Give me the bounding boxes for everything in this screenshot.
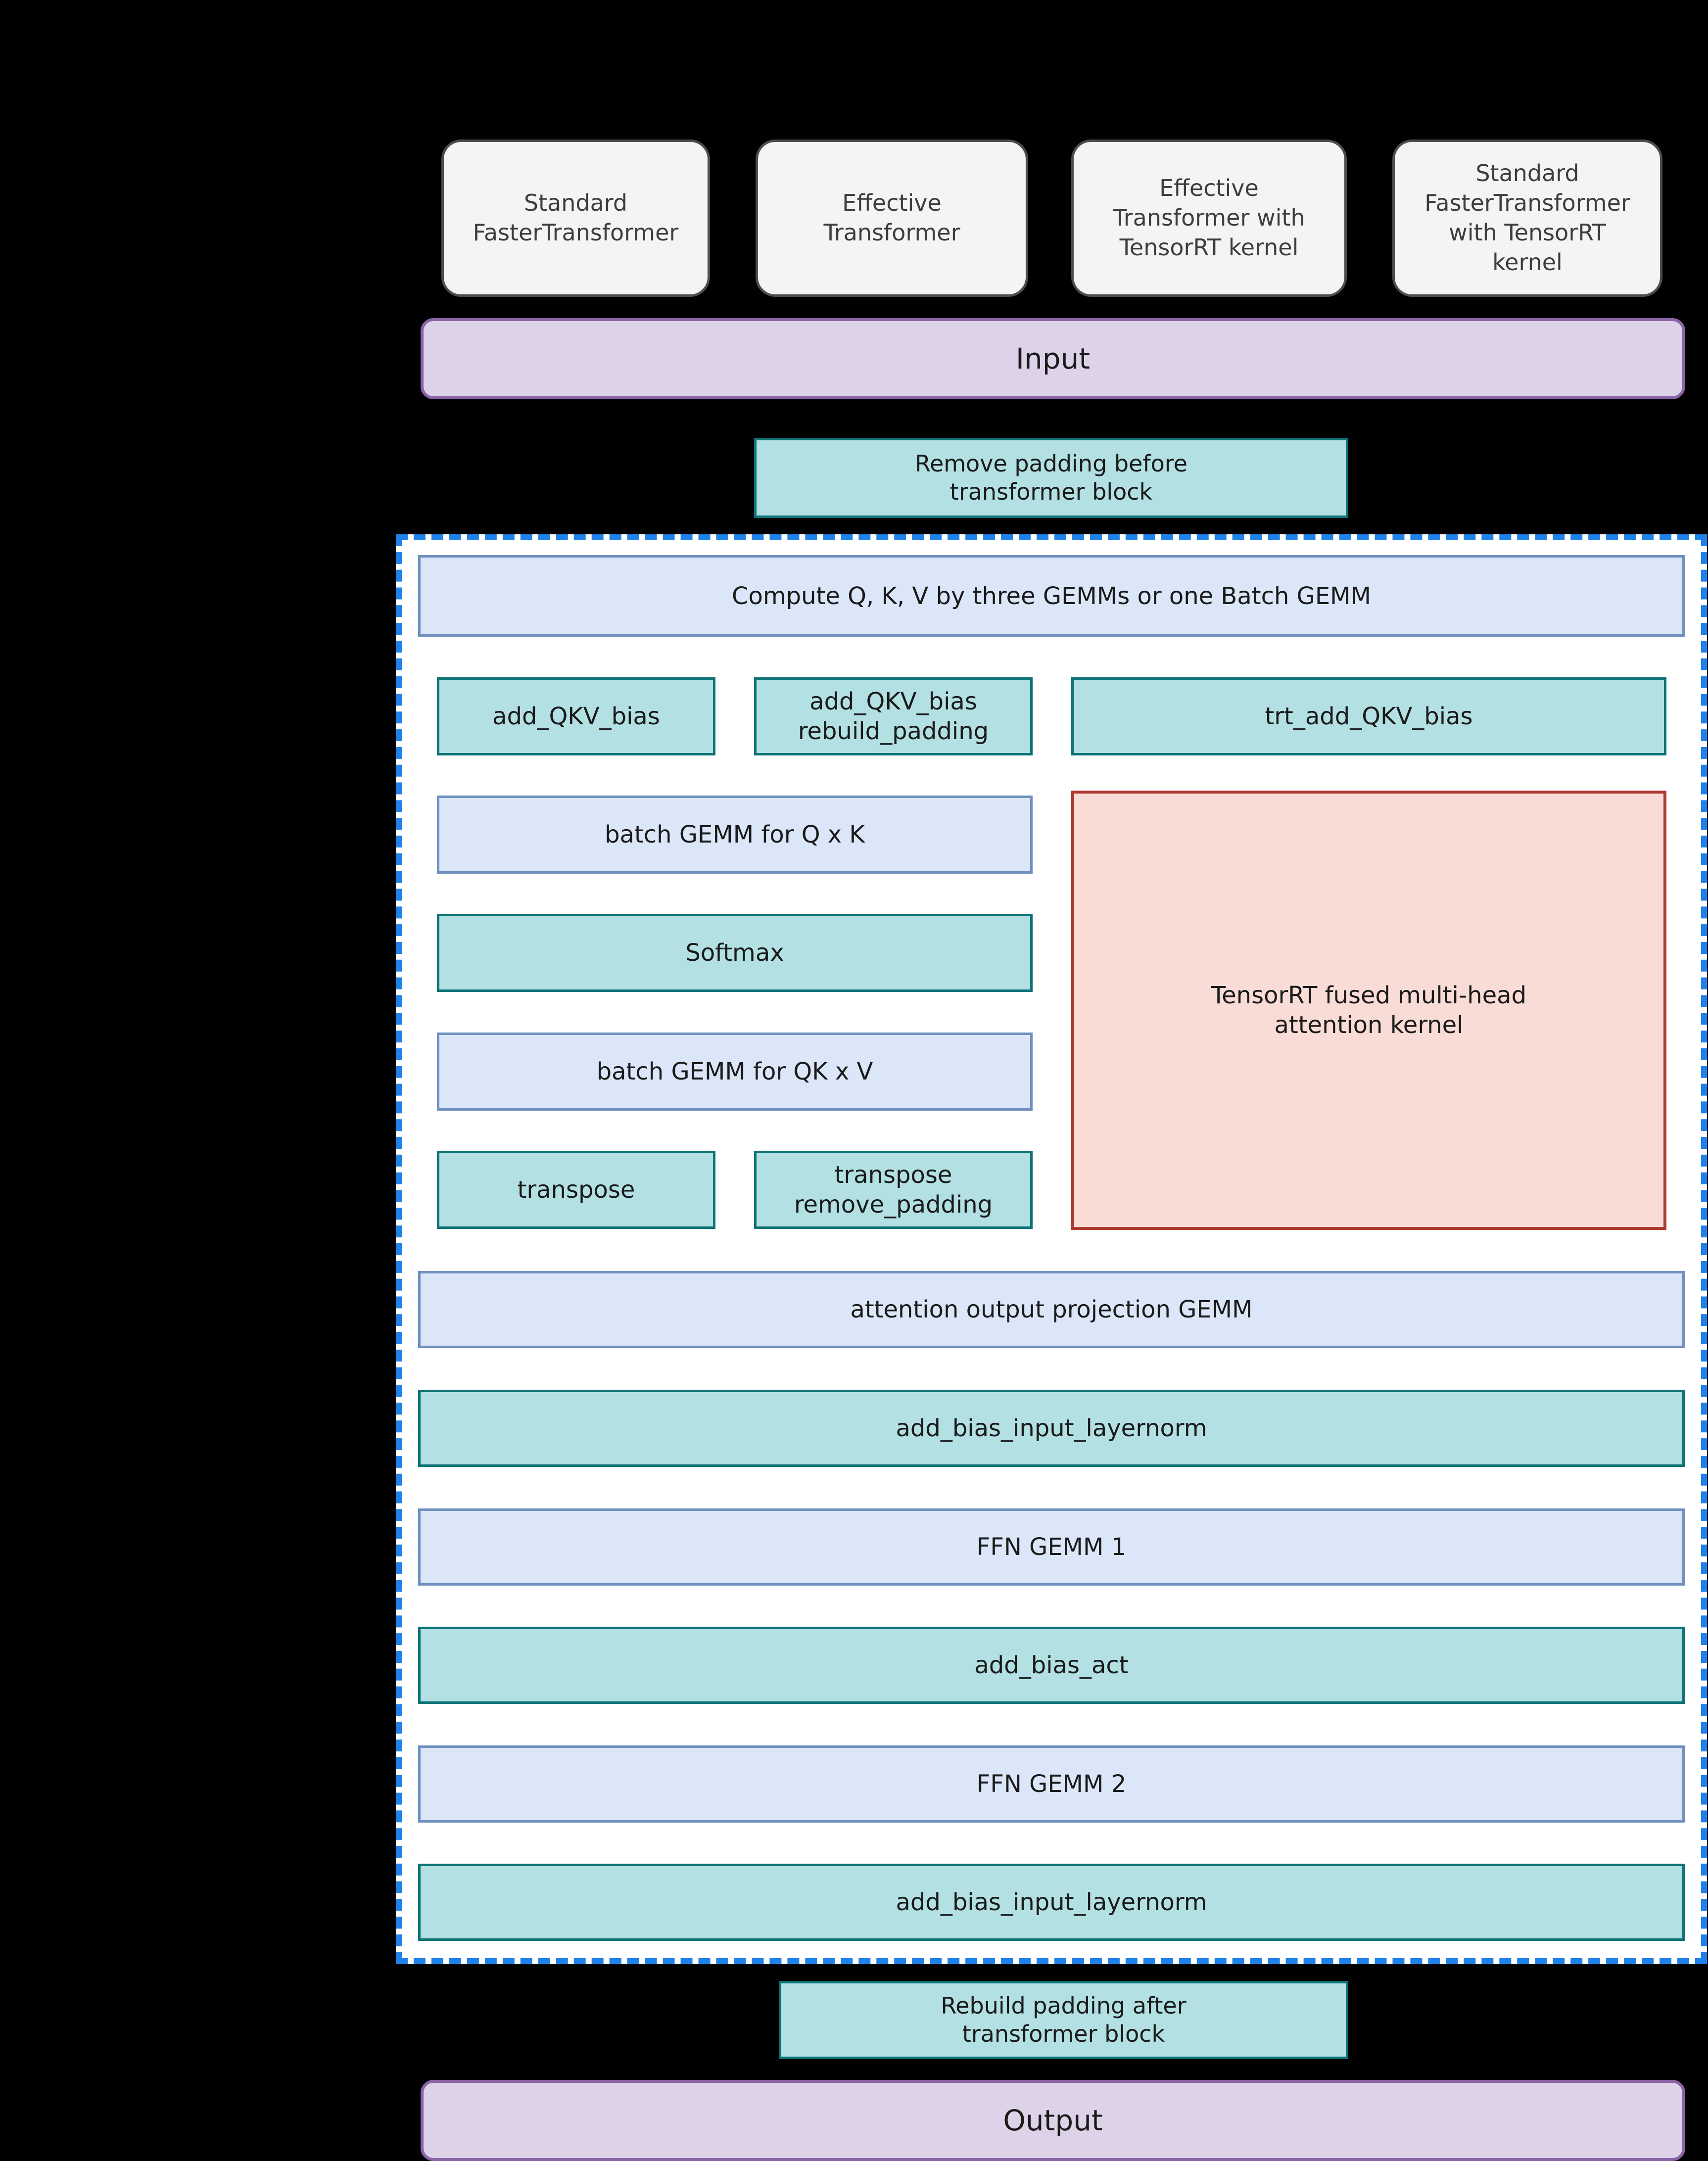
compute-qkv-box: Compute Q, K, V by three GEMMs or one Ba… xyxy=(418,555,1685,637)
tensorrt-fused-attention-box: TensorRT fused multi-head attention kern… xyxy=(1071,791,1666,1230)
variant-effective-transformer-trt: Effective Transformer with TensorRT kern… xyxy=(1071,140,1347,297)
batch-gemm-qxk-box: batch GEMM for Q x K xyxy=(437,796,1033,874)
variant-effective-transformer: Effective Transformer xyxy=(756,140,1028,297)
softmax-box: Softmax xyxy=(437,914,1033,992)
add-bias-act-box: add_bias_act xyxy=(418,1627,1685,1704)
add-bias-input-layernorm-box-2: add_bias_input_layernorm xyxy=(418,1864,1685,1941)
add-qkv-bias-box: add_QKV_bias xyxy=(437,677,715,755)
add-qkv-bias-rebuild-padding-box: add_QKV_bias rebuild_padding xyxy=(754,677,1033,755)
batch-gemm-qkxv-box: batch GEMM for QK x V xyxy=(437,1033,1033,1111)
variant-standard-fastertransformer: Standard FasterTransformer xyxy=(441,140,710,297)
output-bar: Output xyxy=(421,2080,1685,2161)
ffn-gemm-1-box: FFN GEMM 1 xyxy=(418,1508,1685,1586)
trt-add-qkv-bias-box: trt_add_QKV_bias xyxy=(1071,677,1666,755)
rebuild-padding-box: Rebuild padding after transformer block xyxy=(779,1981,1348,2059)
remove-padding-box: Remove padding before transformer block xyxy=(754,438,1348,518)
add-bias-input-layernorm-box-1: add_bias_input_layernorm xyxy=(418,1390,1685,1467)
transpose-box: transpose xyxy=(437,1151,715,1229)
transpose-remove-padding-box: transpose remove_padding xyxy=(754,1151,1033,1229)
transformer-block-panel xyxy=(396,534,1707,1964)
attention-output-projection-box: attention output projection GEMM xyxy=(418,1271,1685,1348)
variant-standard-fastertransformer-trt: Standard FasterTransformer with TensorRT… xyxy=(1392,140,1662,297)
ffn-gemm-2-box: FFN GEMM 2 xyxy=(418,1745,1685,1823)
input-bar: Input xyxy=(421,318,1685,399)
